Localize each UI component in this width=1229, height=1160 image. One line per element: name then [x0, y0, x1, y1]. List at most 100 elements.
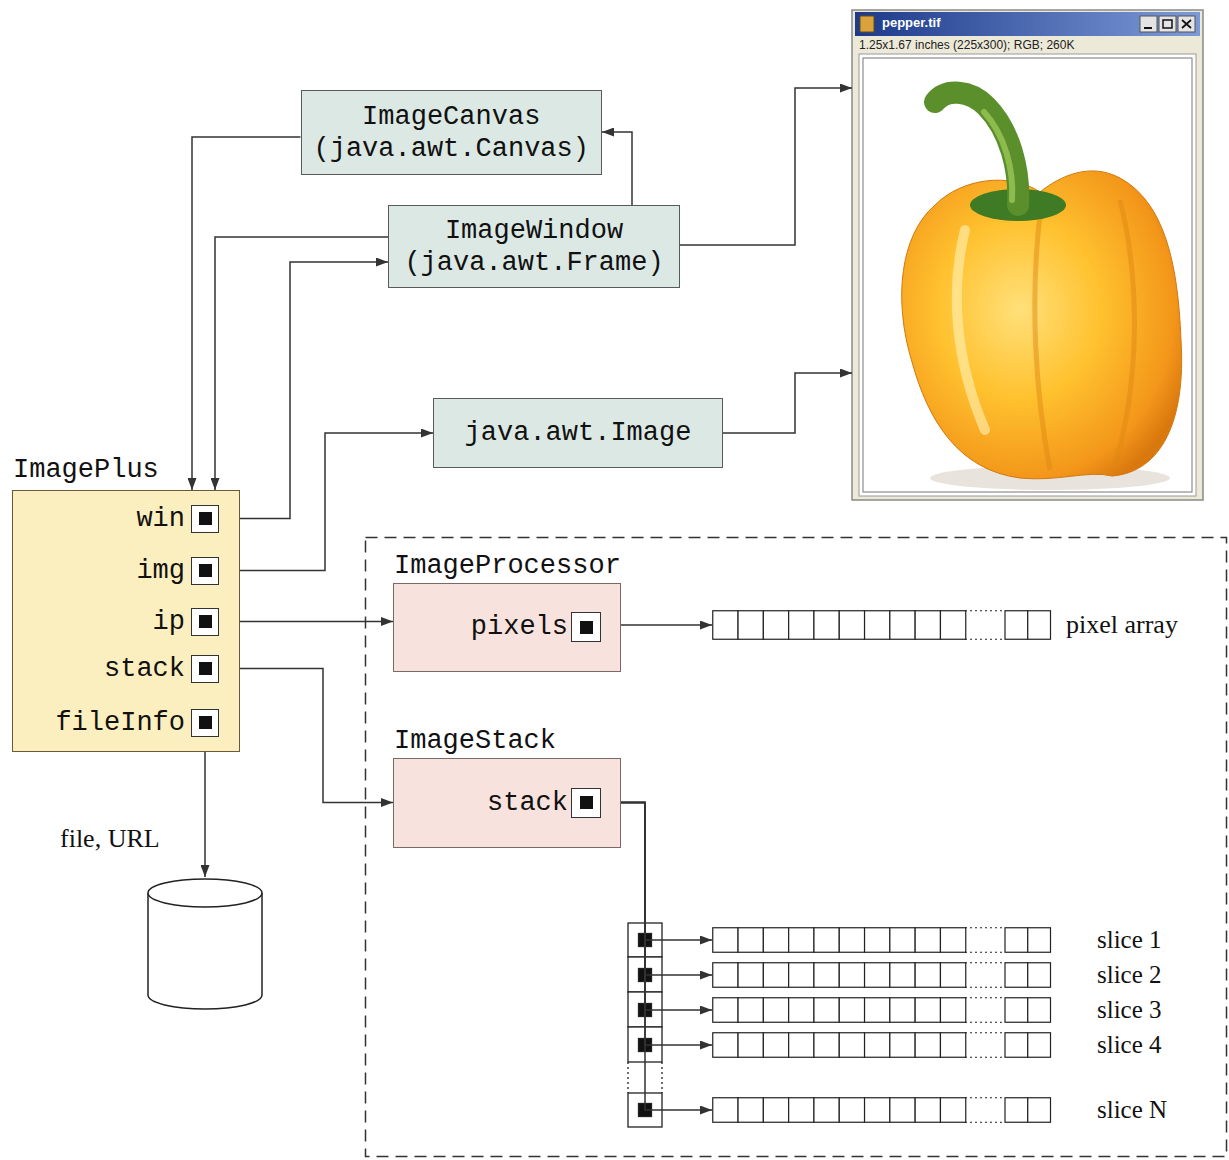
field-name: img	[136, 555, 185, 587]
pixel-cell	[713, 1033, 738, 1058]
pixel-cells	[712, 962, 1052, 988]
pixel-cell	[789, 611, 814, 640]
pixel-cell	[915, 963, 940, 988]
pixel-cell	[713, 928, 738, 953]
pixel-array: slice 2	[712, 962, 1052, 988]
window-title: pepper.tif	[882, 15, 941, 31]
class-name: java.awt.Image	[465, 417, 692, 449]
pixel-cells	[712, 610, 1052, 640]
pixel-cell	[1005, 998, 1028, 1023]
connector-arrow	[240, 669, 393, 803]
superclass-name: (java.awt.Frame)	[404, 247, 663, 279]
field-name: stack	[487, 787, 568, 819]
dotted-gap	[965, 1057, 1005, 1058]
pixel-cell	[839, 963, 864, 988]
pointer-dot	[199, 716, 212, 729]
connector-arrow	[602, 132, 632, 205]
pointer-square	[191, 655, 219, 683]
pixel-cell	[763, 998, 788, 1023]
pixel-cell	[890, 1033, 915, 1058]
connector-arrow	[240, 262, 388, 519]
array-label: slice 3	[1097, 996, 1162, 1024]
pixel-cell	[890, 611, 915, 640]
connector-arrow	[621, 803, 712, 1011]
object-heading: ImagePlus	[13, 454, 159, 486]
pixel-cell	[865, 928, 890, 953]
class-name: ImageWindow	[445, 215, 623, 247]
pixel-cell	[713, 963, 738, 988]
pixel-cell	[865, 1098, 890, 1123]
pixel-cell	[789, 1098, 814, 1123]
dotted-gap	[965, 639, 1005, 640]
pixel-cell	[890, 998, 915, 1023]
connector-arrow	[240, 433, 433, 571]
pixel-cell	[915, 1098, 940, 1123]
pixel-cell	[839, 1098, 864, 1123]
pixel-cell	[814, 611, 839, 640]
field-name: win	[136, 503, 185, 535]
pixel-cell	[738, 1098, 763, 1123]
pixel-cell	[738, 611, 763, 640]
disk-cylinder	[148, 879, 262, 1009]
pixel-cell	[1028, 1033, 1051, 1058]
superclass-name: (java.awt.Canvas)	[314, 133, 589, 165]
pixel-array: slice 3	[712, 997, 1052, 1023]
pointer-dot	[580, 621, 593, 634]
pixel-cell	[915, 1033, 940, 1058]
pointer-square	[571, 788, 601, 818]
pixel-cell	[1028, 611, 1051, 640]
connector-arrow	[680, 88, 852, 245]
pixel-cells	[712, 927, 1052, 953]
pixel-cell	[789, 1033, 814, 1058]
pepper-illustration	[902, 93, 1182, 490]
object-heading: ImageStack	[394, 725, 556, 757]
dotted-gap	[965, 1097, 1005, 1098]
dashed-region	[366, 538, 1227, 1157]
dotted-gap	[965, 987, 1005, 988]
pixel-cell	[814, 1033, 839, 1058]
dotted-gap	[965, 952, 1005, 953]
pixel-cell	[814, 1098, 839, 1123]
field-name: ip	[153, 606, 185, 638]
pixel-cell	[738, 1033, 763, 1058]
pixel-cell	[1005, 1033, 1028, 1058]
pixel-cell	[865, 611, 890, 640]
pixel-cell	[789, 998, 814, 1023]
connector-arrow	[215, 237, 388, 490]
dotted-gap	[965, 1032, 1005, 1033]
pixel-cell	[1028, 928, 1051, 953]
array-label: pixel array	[1066, 610, 1178, 640]
connector-arrow	[621, 803, 712, 941]
window-info: 1.25x1.67 inches (225x300); RGB; 260K	[859, 38, 1074, 52]
pointer-square	[191, 505, 219, 533]
pixel-cell	[940, 998, 965, 1023]
pixel-cell	[915, 928, 940, 953]
connector-arrow	[621, 624, 712, 626]
pointer-square	[191, 557, 219, 585]
pixel-cell	[890, 1098, 915, 1123]
pixel-cell	[839, 611, 864, 640]
storage-label: file, URL	[60, 823, 160, 855]
pointer-dot	[199, 512, 212, 525]
dotted-gap	[965, 962, 1005, 963]
pointer-square	[571, 612, 601, 642]
class-box: java.awt.Image	[433, 398, 723, 468]
pointer-dot	[199, 662, 212, 675]
pixel-cell	[1005, 611, 1028, 640]
pointer-square	[191, 709, 219, 737]
array-label: slice 2	[1097, 961, 1162, 989]
connector-arrow	[621, 803, 712, 976]
pixel-cells	[712, 1032, 1052, 1058]
pixel-cell	[865, 1033, 890, 1058]
pointer-square	[191, 608, 219, 636]
array-label: slice 1	[1097, 926, 1162, 954]
pixel-cells	[712, 997, 1052, 1023]
pixel-cell	[1005, 1098, 1028, 1123]
window-chrome	[852, 10, 1203, 500]
connector-arrow	[240, 621, 393, 623]
dotted-gap	[965, 1122, 1005, 1123]
pixel-cell	[763, 1033, 788, 1058]
pointer-dot	[199, 615, 212, 628]
pixel-cell	[1005, 963, 1028, 988]
